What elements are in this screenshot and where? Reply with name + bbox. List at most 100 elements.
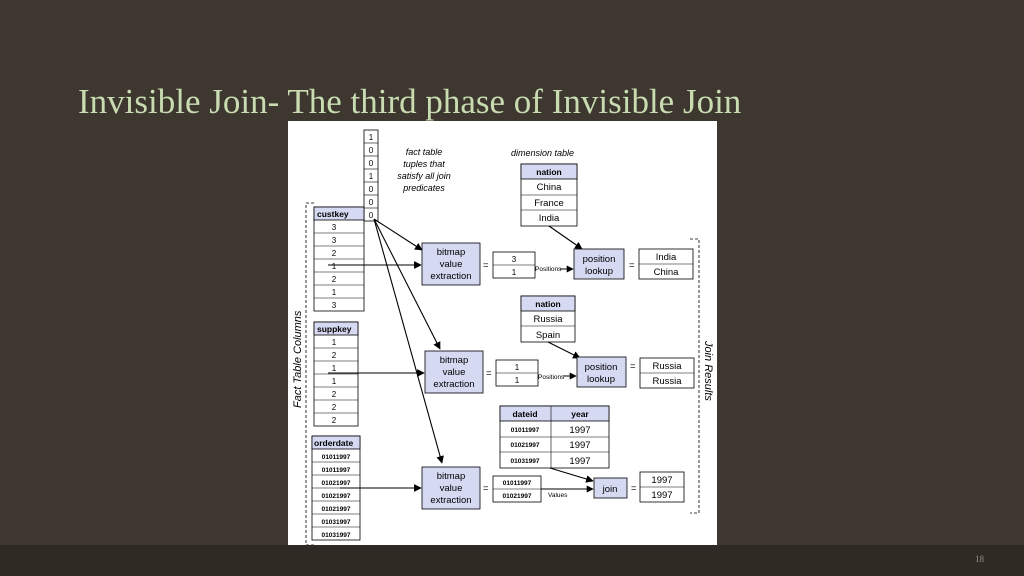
page-number: 18 [975,554,984,564]
svg-text:01021997: 01021997 [511,442,540,449]
suppkey-column: suppkey 1 2 1 1 2 2 2 [313,321,359,427]
svg-text:dateid: dateid [512,409,537,419]
equals-sign: = [486,368,492,379]
column-header: orderdate [314,438,353,448]
equals-sign: = [483,260,489,271]
column-cell: 1 [332,288,337,297]
extracted-positions-2: 1 1 Positions [495,359,565,387]
svg-text:3: 3 [512,255,517,264]
diagram-canvas: Fact Table Columns Join Results 1 0 0 1 … [292,129,714,546]
fact-table-columns-label: Fact Table Columns [292,310,304,408]
nation-dimension-table-2: nation Russia Spain [520,295,576,343]
date-dimension-table: dateid year 01011997 1997 01021997 1997 … [499,405,610,469]
svg-text:extraction: extraction [430,271,471,282]
svg-text:value: value [440,483,463,494]
svg-text:fact table: fact table [406,147,443,157]
join-box: join [593,477,628,499]
join-results-label: Join Results [702,340,714,401]
bit-cell: 0 [369,211,374,220]
column-cell: 3 [332,236,337,245]
column-cell: 2 [332,275,337,284]
column-cell: 3 [332,301,337,310]
nation-dimension-table-1: nation China France India [520,163,578,227]
invisible-join-diagram: Fact Table Columns Join Results 1 0 0 1 … [288,121,717,548]
bit-cell: 0 [369,185,374,194]
dim-to-lookup-1 [548,225,583,250]
svg-text:nation: nation [536,167,562,177]
bitvector-arrow-3 [373,218,444,464]
join-results-bracket [690,238,700,514]
svg-text:1: 1 [515,363,520,372]
svg-text:bitmap: bitmap [437,471,466,482]
column-cell: 3 [332,223,337,232]
svg-text:bitmap: bitmap [437,247,466,258]
column-cell: 2 [332,390,337,399]
svg-text:1: 1 [515,376,520,385]
column-header: custkey [317,209,349,219]
extracted-values-3: 01011997 01021997 Values [492,475,568,503]
svg-text:France: France [534,198,564,209]
equals-sign: = [631,483,637,494]
svg-text:1997: 1997 [569,440,590,451]
slide-title: Invisible Join- The third phase of Invis… [78,82,742,121]
column-cell: 2 [332,403,337,412]
svg-text:1: 1 [512,268,517,277]
bitvector: 1 0 0 1 0 0 0 [363,129,379,222]
svg-text:01021997: 01021997 [503,493,532,500]
svg-text:1997: 1997 [651,490,672,501]
svg-text:1997: 1997 [569,456,590,467]
svg-text:India: India [656,252,677,263]
svg-text:01031997: 01031997 [511,458,540,465]
join-result-3: 1997 1997 [639,471,685,503]
svg-text:India: India [539,213,560,224]
bitvector-arrow-1 [373,218,423,251]
svg-text:value: value [443,367,466,378]
svg-text:year: year [571,409,589,419]
bitmap-extraction-box-2: bitmap value extraction [424,350,484,394]
svg-text:value: value [440,259,463,270]
column-cell: 01011997 [322,467,351,474]
column-cell: 1 [332,338,337,347]
svg-text:join: join [602,484,618,495]
bit-cell: 1 [369,172,374,181]
column-cell: 2 [332,249,337,258]
svg-text:position: position [585,362,618,373]
svg-text:01011997: 01011997 [511,427,540,434]
equals-sign: = [630,361,636,372]
bitvector-arrow-2 [373,218,441,350]
svg-text:Positions: Positions [535,266,562,273]
join-result-1: India China [638,248,694,280]
column-cell: 01021997 [322,493,351,500]
column-cell: 01031997 [322,519,351,526]
bit-cell: 0 [369,159,374,168]
equals-sign: = [629,260,635,271]
column-cell: 01031997 [322,532,351,539]
column-header: suppkey [317,324,352,334]
position-lookup-box-2: position lookup [576,356,627,388]
bitmap-extraction-box-1: bitmap value extraction [421,242,481,286]
column-cell: 01021997 [322,506,351,513]
svg-text:Russia: Russia [652,361,682,372]
column-cell: 1 [332,364,337,373]
orderdate-column: orderdate 01011997 01011997 01021997 010… [311,435,361,541]
dim-to-lookup-2 [547,341,581,359]
column-cell: 1 [332,262,337,271]
bit-cell: 1 [369,133,374,142]
column-cell: 01011997 [322,454,351,461]
custkey-column: custkey 3 3 2 1 2 1 3 [313,206,365,312]
footer-bar [0,545,1024,576]
extracted-positions-1: 3 1 Positions [492,251,562,279]
svg-text:nation: nation [535,299,561,309]
svg-text:lookup: lookup [585,266,613,277]
svg-text:extraction: extraction [430,495,471,506]
svg-text:bitmap: bitmap [440,355,469,366]
column-cell: 01021997 [322,480,351,487]
column-cell: 2 [332,416,337,425]
svg-text:1997: 1997 [651,475,672,486]
svg-text:Values: Values [548,492,568,499]
svg-text:1997: 1997 [569,425,590,436]
svg-text:predicates: predicates [402,183,445,193]
svg-text:lookup: lookup [587,374,615,385]
equals-sign: = [483,483,489,494]
svg-text:Russia: Russia [652,376,682,387]
